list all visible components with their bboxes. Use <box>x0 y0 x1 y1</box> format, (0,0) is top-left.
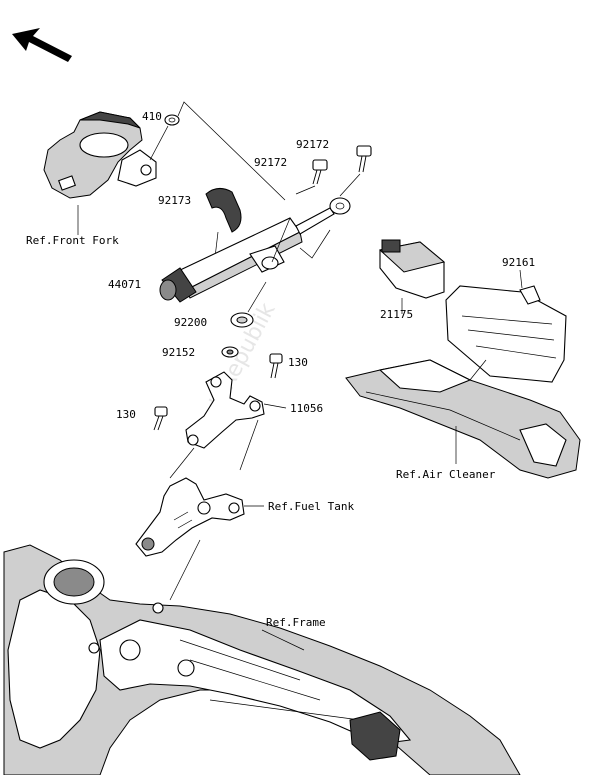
label-44071: 44071 <box>108 278 141 291</box>
ref-fuel-tank-label: Ref.Fuel Tank <box>268 500 354 513</box>
main-frame <box>3 544 521 775</box>
label-130-upper: 130 <box>288 356 308 369</box>
bolt-92172-upper <box>356 145 372 173</box>
front-fork-clamp <box>43 111 157 199</box>
label-410: 410 <box>142 110 162 123</box>
ref-front-fork-label: Ref.Front Fork <box>26 234 119 247</box>
fuel-tank-bracket <box>135 477 245 557</box>
label-11056: 11056 <box>290 402 323 415</box>
part-labels: 410 92172 92172 92173 44071 92200 92152 … <box>26 110 535 629</box>
air-cleaner-housing <box>345 359 581 479</box>
bolt-92172-lower <box>312 159 328 185</box>
label-92161: 92161 <box>502 256 535 269</box>
label-92173: 92173 <box>158 194 191 207</box>
collar-92152 <box>221 346 239 358</box>
front-direction-arrow-icon <box>12 28 72 62</box>
bolt-130-upper <box>269 353 283 379</box>
ref-air-cleaner-label: Ref.Air Cleaner <box>396 468 496 481</box>
bolt-130-lower <box>153 406 168 431</box>
label-92172-upper: 92172 <box>296 138 329 151</box>
bracket-11056 <box>185 371 265 449</box>
washer-410 <box>164 114 180 126</box>
control-unit-21175 <box>378 239 446 299</box>
damper-clamp-92173 <box>205 188 242 233</box>
ref-frame-label: Ref.Frame <box>266 616 326 629</box>
washer-92200 <box>230 312 254 328</box>
cover-92161 <box>445 285 567 383</box>
label-92172-lower: 92172 <box>254 156 287 169</box>
label-21175: 21175 <box>380 308 413 321</box>
label-130-lower: 130 <box>116 408 136 421</box>
steering-damper-44071 <box>159 197 351 303</box>
label-92200: 92200 <box>174 316 207 329</box>
label-92152: 92152 <box>162 346 195 359</box>
